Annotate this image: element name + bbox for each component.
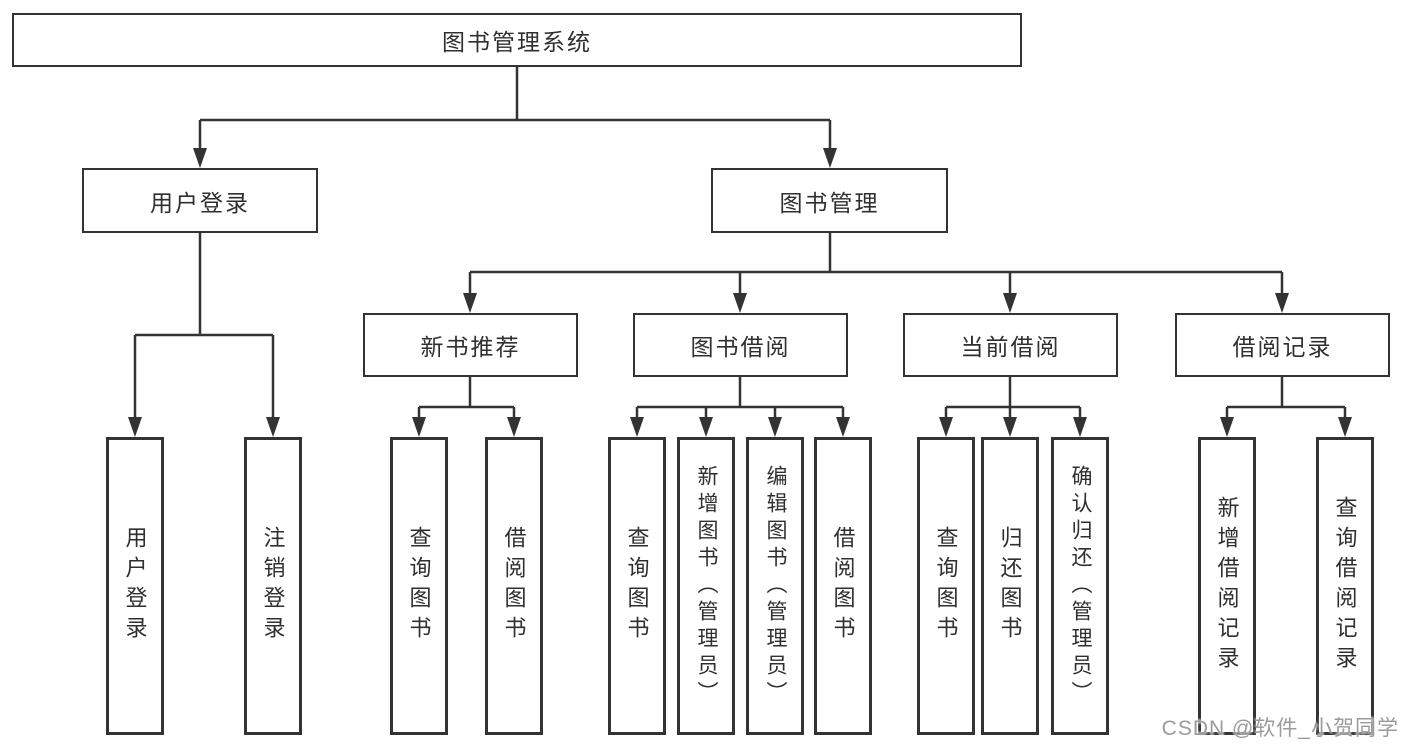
leaf-label: 归还图书	[997, 526, 1023, 646]
node-library-management-system: 图书管理系统	[12, 13, 1022, 67]
leaf-node: 注销登录	[244, 437, 302, 735]
node-book-borrowing: 图书借阅	[633, 313, 848, 377]
watermark-text: CSDN @软件_小贺同学	[1161, 717, 1399, 740]
node-book-management: 图书管理	[711, 168, 948, 233]
node-borrowing-records: 借阅记录	[1175, 313, 1390, 377]
leaf-node: 借阅图书	[485, 437, 543, 735]
node-label: 用户登录	[150, 189, 250, 216]
node-label: 当前借阅	[960, 334, 1061, 360]
leaf-label: 新增借阅记录	[1214, 496, 1240, 676]
node-label: 图书管理	[779, 189, 880, 216]
leaf-label: 新增图书（管理员）	[695, 464, 719, 708]
node-label: 图书管理系统	[442, 29, 592, 55]
node-user-login-branch: 用户登录	[82, 168, 318, 233]
leaf-label: 注销登录	[260, 526, 286, 646]
leaf-node: 用户登录	[106, 437, 164, 735]
leaf-label: 查询借阅记录	[1332, 496, 1358, 676]
leaf-node: 归还图书	[981, 437, 1039, 735]
node-current-borrowing: 当前借阅	[903, 313, 1118, 377]
leaf-label: 查询图书	[406, 526, 432, 646]
leaf-node: 新增借阅记录	[1198, 437, 1256, 735]
node-label: 借阅记录	[1232, 334, 1333, 360]
leaf-label: 借阅图书	[830, 526, 856, 646]
node-label: 新书推荐	[420, 334, 521, 360]
leaf-node: 编辑图书（管理员）	[746, 437, 804, 735]
leaf-label: 确认归还（管理员）	[1069, 464, 1093, 708]
node-new-book-recommendation: 新书推荐	[363, 313, 578, 377]
leaf-node: 确认归还（管理员）	[1051, 437, 1109, 735]
leaf-label: 用户登录	[122, 526, 148, 646]
node-label: 图书借阅	[690, 334, 791, 360]
leaf-label: 编辑图书（管理员）	[764, 464, 788, 708]
leaf-node: 查询图书	[390, 437, 448, 735]
leaf-node: 查询图书	[917, 437, 975, 735]
leaf-node: 新增图书（管理员）	[677, 437, 735, 735]
leaf-label: 借阅图书	[501, 526, 527, 646]
leaf-node: 查询借阅记录	[1316, 437, 1374, 735]
leaf-label: 查询图书	[933, 526, 959, 646]
leaf-label: 查询图书	[624, 526, 650, 646]
leaf-node: 查询图书	[608, 437, 666, 735]
leaf-node: 借阅图书	[814, 437, 872, 735]
